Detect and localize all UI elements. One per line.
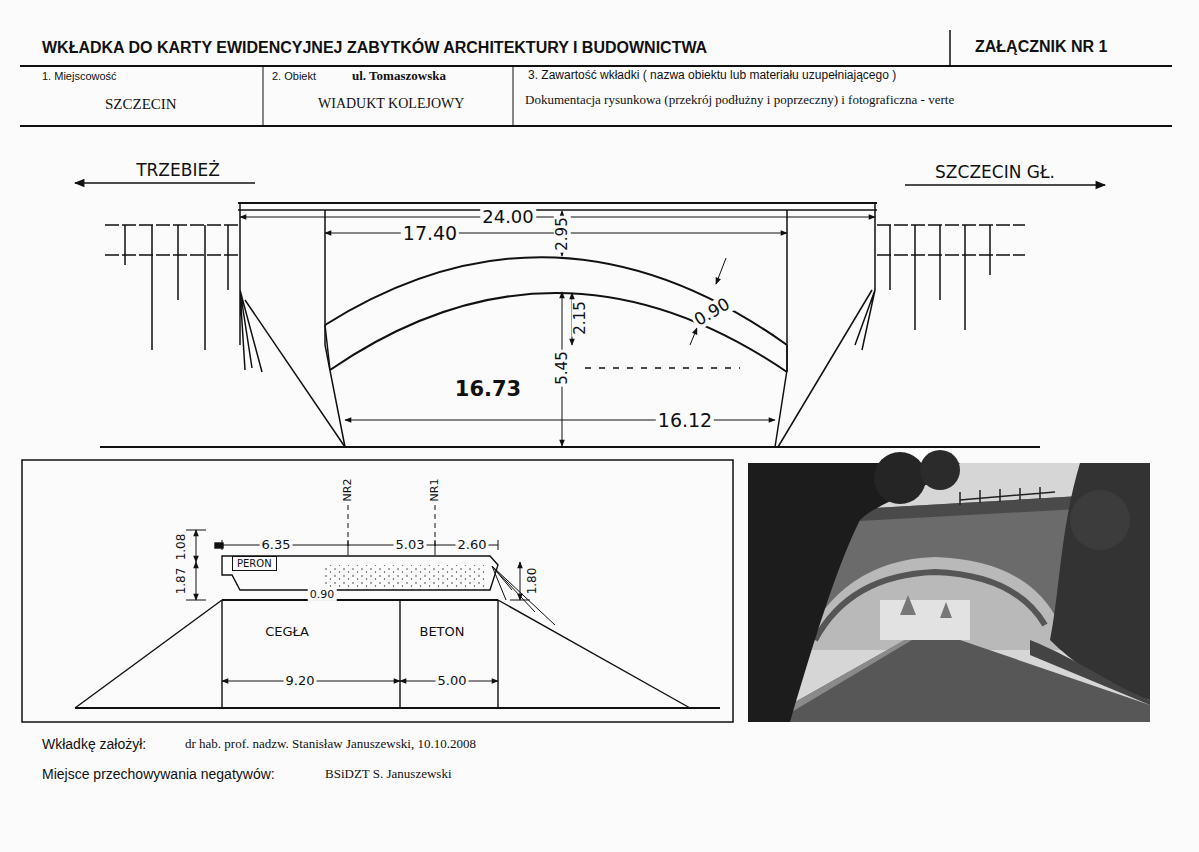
drawing-stroke — [75, 600, 690, 708]
drawing-stroke — [748, 463, 960, 722]
drawing-stroke — [585, 367, 740, 369]
direction-label: SZCZECIN GŁ. — [933, 163, 1057, 182]
dimension: 0.90 — [689, 293, 735, 330]
field-caption: 1. Miejscowość — [42, 70, 117, 82]
footer-caption: Wkładkę założył: — [42, 737, 146, 752]
drawing-stroke — [874, 452, 926, 504]
drawing-stroke — [238, 209, 877, 211]
dimension: 5.45 — [554, 349, 571, 386]
drawing-stroke — [716, 258, 726, 284]
drawing-stroke — [186, 530, 530, 600]
drawing-stroke — [263, 66, 264, 126]
drawing-stroke — [325, 565, 485, 587]
platform-label: PERON — [237, 558, 272, 569]
drawing-stroke — [222, 599, 498, 601]
drawing-stroke — [75, 182, 255, 184]
drawing-stroke — [238, 202, 877, 204]
drawing-stroke — [1070, 490, 1130, 550]
drawing-stroke — [900, 595, 952, 618]
drawing-stroke — [748, 463, 1150, 722]
drawing-stroke — [513, 66, 514, 126]
direction-label: TRZEBIEŻ — [134, 161, 222, 180]
dimension: 2.95 — [554, 215, 571, 252]
photograph — [748, 450, 1150, 722]
dimension: 2.15 — [572, 299, 589, 336]
drawing-stroke — [905, 184, 1105, 186]
drawing-stroke — [920, 450, 960, 490]
field-value: WIADUKT KOLEJOWY — [318, 96, 464, 111]
drawing-stroke — [1030, 640, 1150, 705]
drawing-stroke — [196, 562, 197, 600]
drawing-stroke — [960, 487, 1055, 505]
drawing-stroke — [325, 210, 345, 447]
viaduct-elevation — [75, 183, 1105, 447]
field-value: SZCZECIN — [105, 96, 177, 113]
field-caption: 2. Obiekt — [272, 70, 316, 82]
dimension: 5.03 — [394, 538, 427, 552]
dimension: 9.20 — [284, 674, 317, 688]
track-label: NR1 — [429, 477, 441, 504]
footer-value: BSiDZT S. Januszewski — [325, 767, 452, 781]
form-title: WKŁADKA DO KARTY EWIDENCYJNEJ ZABYTKÓW A… — [42, 39, 707, 57]
footer-value: dr hab. prof. nadzw. Stanisław Januszews… — [185, 737, 476, 751]
drawing-stroke — [20, 65, 1172, 67]
dimension: 17.40 — [401, 223, 459, 244]
drawing-stroke — [949, 30, 951, 66]
annex-number: ZAŁĄCZNIK NR 1 — [975, 38, 1107, 56]
drawing-stroke — [800, 557, 1060, 650]
drawing-stroke — [125, 225, 228, 350]
drawing-stroke — [690, 328, 697, 345]
drawing-stroke — [196, 530, 197, 562]
drawing-stroke — [222, 600, 498, 708]
dimension: 2.60 — [456, 538, 489, 552]
dimension: 16.12 — [656, 410, 714, 431]
dimension: 5.00 — [436, 674, 469, 688]
dimension: 0.90 — [308, 589, 337, 601]
form-lines — [20, 30, 1172, 126]
drawing-stroke — [492, 566, 555, 625]
platform-box: PERON — [232, 556, 277, 571]
field-value: Dokumentacja rysunkowa (przekrój podłużn… — [525, 93, 954, 107]
dimension: 1.87 — [175, 566, 188, 597]
drawing-stroke — [880, 600, 970, 640]
drawing-stroke — [815, 572, 1045, 640]
drawing-stroke — [778, 203, 875, 447]
dimension: 24.00 — [480, 207, 536, 227]
material-label: BETON — [417, 625, 466, 639]
track-label: NR2 — [342, 477, 354, 504]
dimension: 6.35 — [260, 538, 293, 552]
footer-caption: Miejsce przechowywania negatywów: — [42, 767, 275, 782]
drawing-stroke — [22, 460, 733, 722]
drawing-stroke — [775, 210, 787, 447]
dimension: 1.80 — [526, 566, 539, 597]
drawing-stroke — [222, 556, 498, 590]
field-value: ul. Tomaszowska — [352, 69, 446, 83]
drawing-stroke — [215, 543, 223, 548]
drawing-stroke — [20, 125, 1172, 127]
drawing-stroke — [520, 562, 521, 600]
drawing-stroke — [100, 446, 1040, 448]
field-caption: 3. Zawartość wkładki ( nazwa obiektu lub… — [528, 69, 896, 82]
drawing-stroke — [877, 225, 1025, 255]
dimension: 1.08 — [175, 532, 188, 563]
drawing-stroke — [240, 203, 345, 447]
cross-section — [22, 460, 733, 722]
dimension: 16.73 — [453, 378, 523, 401]
drawing-stroke — [890, 225, 990, 330]
drawing-stroke — [75, 707, 720, 709]
material-label: CEGŁA — [263, 625, 311, 639]
